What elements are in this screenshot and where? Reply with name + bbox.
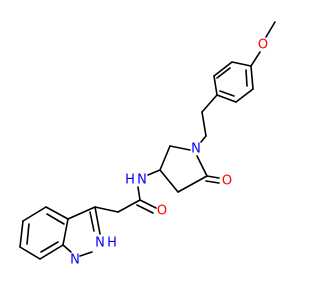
bond-c3-c4 [159, 169, 179, 193]
bond-n-c5 [196, 155, 208, 177]
atom-nh-indazole: N [95, 236, 105, 251]
bond-c3a-c4-inner [46, 213, 65, 225]
pyrrolidinone-ring [159, 145, 220, 193]
bond-co-o-2 [136, 204, 154, 214]
bond-c7-c7a-inner [40, 241, 59, 253]
bond-c3-nh [147, 169, 161, 176]
bond-c5-c6 [19, 220, 24, 248]
bond-co-o [139, 199, 157, 209]
bond-c4-c5 [22, 206, 47, 222]
atom-h-indazole: H [107, 236, 117, 251]
bond-c5-o [206, 175, 220, 179]
bond-c3a-c4 [45, 206, 69, 220]
bond-ch2-n [200, 135, 207, 143]
atom-n-indazole: N [70, 253, 80, 268]
atom-o-amide: O [157, 204, 167, 219]
bond-ch2-c3ind [94, 206, 119, 213]
bond-ring-1 [231, 61, 252, 67]
amide-group [117, 169, 161, 214]
bond-ring-6-inner [245, 69, 248, 87]
bond-c5-c6-inner [26, 223, 30, 245]
atom-n-ring: N [191, 142, 201, 157]
bond-co-ch2 [117, 199, 141, 213]
atom-o-methoxy: O [258, 38, 268, 53]
bond-c3-n2 [94, 206, 101, 235]
bond-ch2-ch2 [201, 111, 207, 137]
methoxyphenyl-group [213, 21, 276, 103]
bond-n-c2 [169, 145, 191, 151]
molecule-structure: O N O H N O N H N [19, 21, 276, 268]
bond-ring-2-inner [216, 67, 231, 79]
bond-ring-4-inner [219, 90, 235, 97]
bond-ring-3 [213, 75, 218, 96]
bond-c4-c5 [177, 175, 208, 193]
bond-nh-co [137, 186, 141, 201]
atom-o-lactam: O [222, 174, 232, 189]
bond-c7-c7a [39, 244, 64, 260]
atom-h-amide: H [125, 173, 135, 188]
bond-methyl-o [265, 21, 276, 38]
bond-ring-5 [235, 88, 254, 103]
bond-ring-ch2 [201, 94, 218, 113]
bond-c6-c7 [19, 246, 41, 260]
bond-n1-c7a [62, 244, 72, 253]
bond-n2-n1 [79, 251, 93, 257]
indazole-group [19, 206, 119, 260]
bond-c7a-c3a [62, 218, 69, 246]
bond-c3-n2-inner [89, 211, 95, 232]
bond-ring-6 [250, 65, 254, 90]
bond-c3-c3a [67, 206, 96, 220]
atom-n-amide: N [137, 173, 147, 188]
ethyl-linker [200, 94, 218, 143]
bond-ring-2 [213, 61, 233, 77]
bond-o-ring [250, 51, 261, 67]
bond-c2-c3 [159, 145, 171, 171]
bond-ring-4 [216, 94, 237, 103]
bond-c5-o-2 [205, 180, 220, 184]
